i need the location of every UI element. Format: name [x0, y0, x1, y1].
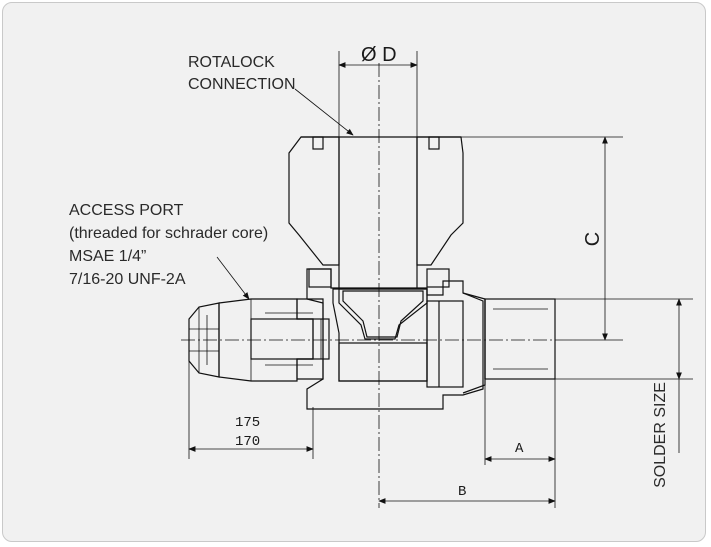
access-port-label-line1: ACCESS PORT: [69, 202, 184, 219]
access-port-label-line2: (threaded for schrader core): [69, 225, 268, 242]
dimension-175-170: 175 170: [188, 361, 314, 459]
dimension-d-label: Ø D: [361, 44, 397, 66]
drawing-frame: Ø D C SOLDER SIZE A B 175 170 ROTALOCK: [2, 2, 706, 542]
centerlines: [181, 63, 563, 508]
dimension-b: B: [378, 484, 556, 504]
access-port-callout: ACCESS PORT (threaded for schrader core)…: [69, 202, 268, 300]
rotalock-nut: [288, 136, 464, 266]
rotalock-label-line1: ROTALOCK: [188, 54, 275, 71]
dimension-d: Ø D: [338, 44, 418, 137]
dimension-c-label: C: [582, 232, 604, 246]
dimension-a-label: A: [515, 441, 524, 457]
valve-body: [306, 268, 484, 410]
rotalock-connection-callout: ROTALOCK CONNECTION: [188, 54, 354, 136]
access-port-label-line3: MSAE 1/4”: [69, 248, 146, 265]
access-port-label-line4: 7/16-20 UNF-2A: [69, 271, 186, 288]
dimension-175-label: 175: [235, 415, 260, 431]
dimension-solder-size: SOLDER SIZE: [555, 298, 693, 488]
solder-tube: [462, 292, 556, 394]
dimension-b-label: B: [458, 484, 466, 500]
dimension-a: A: [484, 379, 556, 508]
dimension-170-label: 170: [235, 434, 260, 450]
rotalock-label-line2: CONNECTION: [188, 76, 296, 93]
technical-drawing: Ø D C SOLDER SIZE A B 175 170 ROTALOCK: [69, 44, 693, 508]
solder-size-label: SOLDER SIZE: [652, 382, 669, 488]
bore-lines: [338, 137, 418, 288]
access-port: [188, 298, 330, 382]
dimension-c: C: [461, 136, 623, 341]
